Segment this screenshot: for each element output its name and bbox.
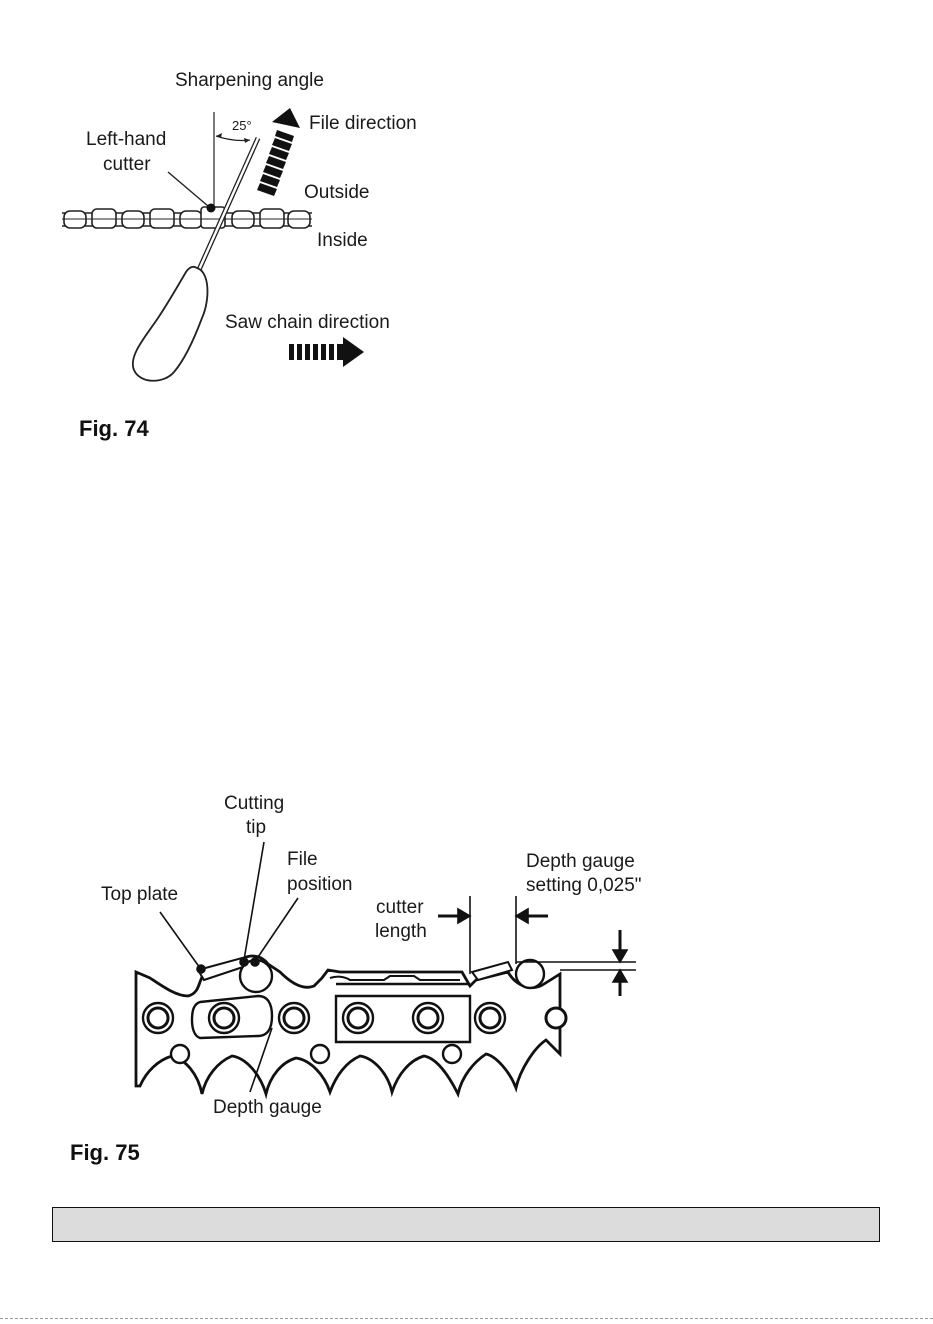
cutting-tip-label-line2: tip: [246, 816, 266, 840]
fig-75-caption: Fig. 75: [70, 1140, 140, 1166]
file-position-label-line1: File: [287, 848, 318, 872]
top-plate-label: Top plate: [101, 883, 178, 907]
section-banner: [52, 1207, 880, 1242]
cutter-length-label-line2: length: [375, 920, 427, 944]
depth-gauge-setting-label-line2: setting 0,025": [526, 874, 642, 898]
file-position-label-line2: position: [287, 873, 353, 897]
cutting-tip-label-line1: Cutting: [224, 792, 284, 816]
page-edge-dashed-line: [0, 1318, 933, 1319]
depth-gauge-setting-label-line1: Depth gauge: [526, 850, 635, 874]
saw-chain-side-view: [136, 956, 566, 1094]
cutter-length-label-line1: cutter: [376, 896, 424, 920]
figure-75-drawing: [0, 0, 933, 1200]
depth-gauge-label: Depth gauge: [213, 1096, 322, 1120]
